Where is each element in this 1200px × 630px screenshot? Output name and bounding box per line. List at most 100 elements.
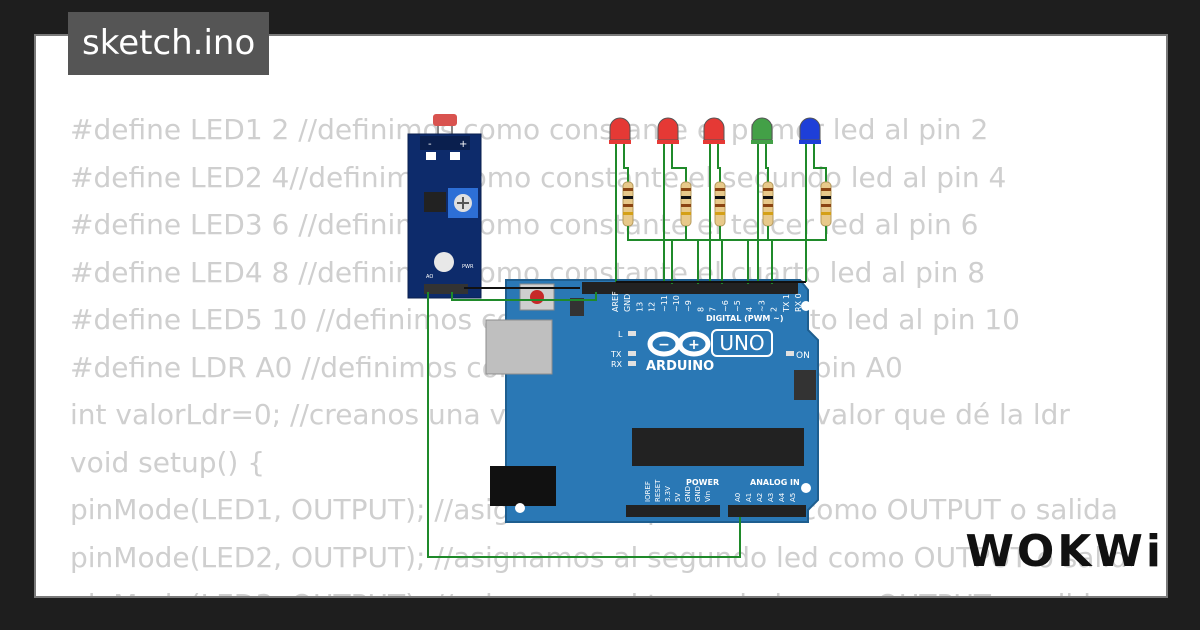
- code-line: #define LED1 2 //definimos como constant…: [70, 113, 989, 146]
- resistor-band: [623, 188, 633, 191]
- power-pin-label: IOREF: [644, 481, 652, 502]
- led-rim: [609, 140, 631, 144]
- analog-label: ANALOG IN: [750, 478, 800, 487]
- reset-button-cap[interactable]: [530, 290, 544, 304]
- sketch-filename-tab[interactable]: sketch.ino: [68, 12, 270, 75]
- power-pin-label: Vin: [704, 491, 712, 502]
- power-pin-label: GND: [684, 486, 692, 502]
- digital-pin-label: 4: [745, 307, 754, 312]
- resistor-band: [681, 204, 691, 207]
- ldr-label-pwr: PWR: [462, 264, 474, 270]
- led-wire: [765, 144, 769, 182]
- power-pin-label: 5V: [674, 493, 682, 502]
- power-header: [626, 505, 720, 517]
- led[interactable]: [799, 117, 821, 141]
- led-rim: [657, 140, 679, 144]
- resistor-band: [763, 204, 773, 207]
- power-pin-label: RESET: [654, 479, 662, 502]
- digital-pin-label: ~11: [660, 295, 669, 312]
- led[interactable]: [609, 117, 631, 141]
- l-label: L: [618, 330, 623, 339]
- analog-pin-label: A5: [789, 493, 797, 502]
- led-rim: [703, 140, 725, 144]
- mount-hole: [515, 503, 525, 513]
- resistor-band: [821, 204, 831, 207]
- code-line: #define LED2 4//definimos como constante…: [70, 160, 1007, 194]
- digital-pin-label: 12: [648, 302, 657, 312]
- digital-pin-label: 7: [709, 307, 718, 312]
- on-led: [786, 351, 794, 356]
- resistor-band: [763, 188, 773, 191]
- tx-led: [628, 351, 636, 356]
- resistor-band: [681, 196, 691, 199]
- digital-pin-label: ~9: [684, 300, 693, 312]
- power-jack: [490, 466, 556, 506]
- rx-label: RX: [611, 360, 623, 369]
- arduino-uno-board: − + UNO ARDUINO DIGITAL (PWM ~) POWER AN…: [485, 279, 819, 523]
- resistor-band: [715, 212, 725, 215]
- resistor-wire: [671, 226, 827, 284]
- code-line: void setup() {: [70, 445, 266, 479]
- ldr-pin-minus: -: [428, 139, 432, 150]
- led-wire: [623, 144, 629, 182]
- led-wire: [671, 144, 687, 182]
- led[interactable]: [751, 117, 773, 141]
- ldr-pin-plus: +: [459, 139, 467, 150]
- resistor-band: [715, 188, 725, 191]
- ldr-photoresistor: [433, 114, 457, 126]
- arduino-brand-label: ARDUINO: [646, 359, 714, 374]
- analog-header: [728, 505, 806, 517]
- usb-port: [485, 319, 553, 375]
- mount-hole: [801, 483, 811, 493]
- tx-label: TX: [610, 350, 622, 359]
- digital-pin-label: ~6: [721, 300, 730, 312]
- power-label: POWER: [686, 478, 719, 487]
- comparator-chip: [424, 192, 446, 212]
- digital-header: [582, 282, 798, 294]
- ldr-label-ao: AO: [426, 274, 433, 280]
- led-wire: [717, 144, 721, 182]
- analog-pin-label: A1: [745, 493, 753, 502]
- digital-pin-label: TX 1: [782, 294, 791, 313]
- wokwi-logo: WOKWi: [965, 526, 1164, 577]
- resistor-band: [623, 196, 633, 199]
- digital-pin-label: ~10: [672, 295, 681, 312]
- on-label: ON: [796, 351, 810, 361]
- arduino-infinity-logo: − +: [647, 331, 711, 357]
- ldr-module-pins: [424, 284, 468, 294]
- resistor-band: [715, 196, 725, 199]
- analog-pin-label: A0: [734, 493, 742, 502]
- power-pin-label: 3.3V: [664, 486, 672, 502]
- led[interactable]: [703, 117, 725, 141]
- led[interactable]: [657, 117, 679, 141]
- code-line: pinMode(LED3, OUTPUT); //asignamos al te…: [70, 581, 1132, 596]
- digital-pin-label: RX 0: [794, 293, 803, 312]
- led-rim: [751, 140, 773, 144]
- uno-box: [711, 329, 773, 357]
- wire-vcc: [451, 292, 597, 301]
- resistor-band: [821, 212, 831, 215]
- icsp-header: [794, 370, 816, 400]
- ldr-sensor-module: - + AO PWR: [407, 114, 482, 299]
- resistor-band: [821, 196, 831, 199]
- resistor-wire: [685, 226, 749, 284]
- digital-pin-label: AREF: [611, 291, 620, 312]
- digital-pin-label: GND: [623, 294, 632, 312]
- resistor-band: [763, 212, 773, 215]
- digital-pin-label: 13: [635, 302, 644, 312]
- wire-ao-to-a0: [427, 292, 741, 558]
- microcontroller-chip: [632, 428, 804, 466]
- resistor-band: [715, 204, 725, 207]
- resistor-band: [681, 188, 691, 191]
- led-array: [609, 117, 832, 284]
- resistor-band: [623, 212, 633, 215]
- module-led: [434, 252, 454, 272]
- digital-label: DIGITAL (PWM ~): [706, 314, 784, 323]
- resistor-wire: [719, 226, 723, 284]
- uno-label: UNO: [719, 331, 764, 355]
- analog-pin-label: A4: [778, 492, 786, 502]
- svg-text:+: +: [688, 337, 700, 353]
- led-rim: [799, 140, 821, 144]
- rx-led: [628, 361, 636, 366]
